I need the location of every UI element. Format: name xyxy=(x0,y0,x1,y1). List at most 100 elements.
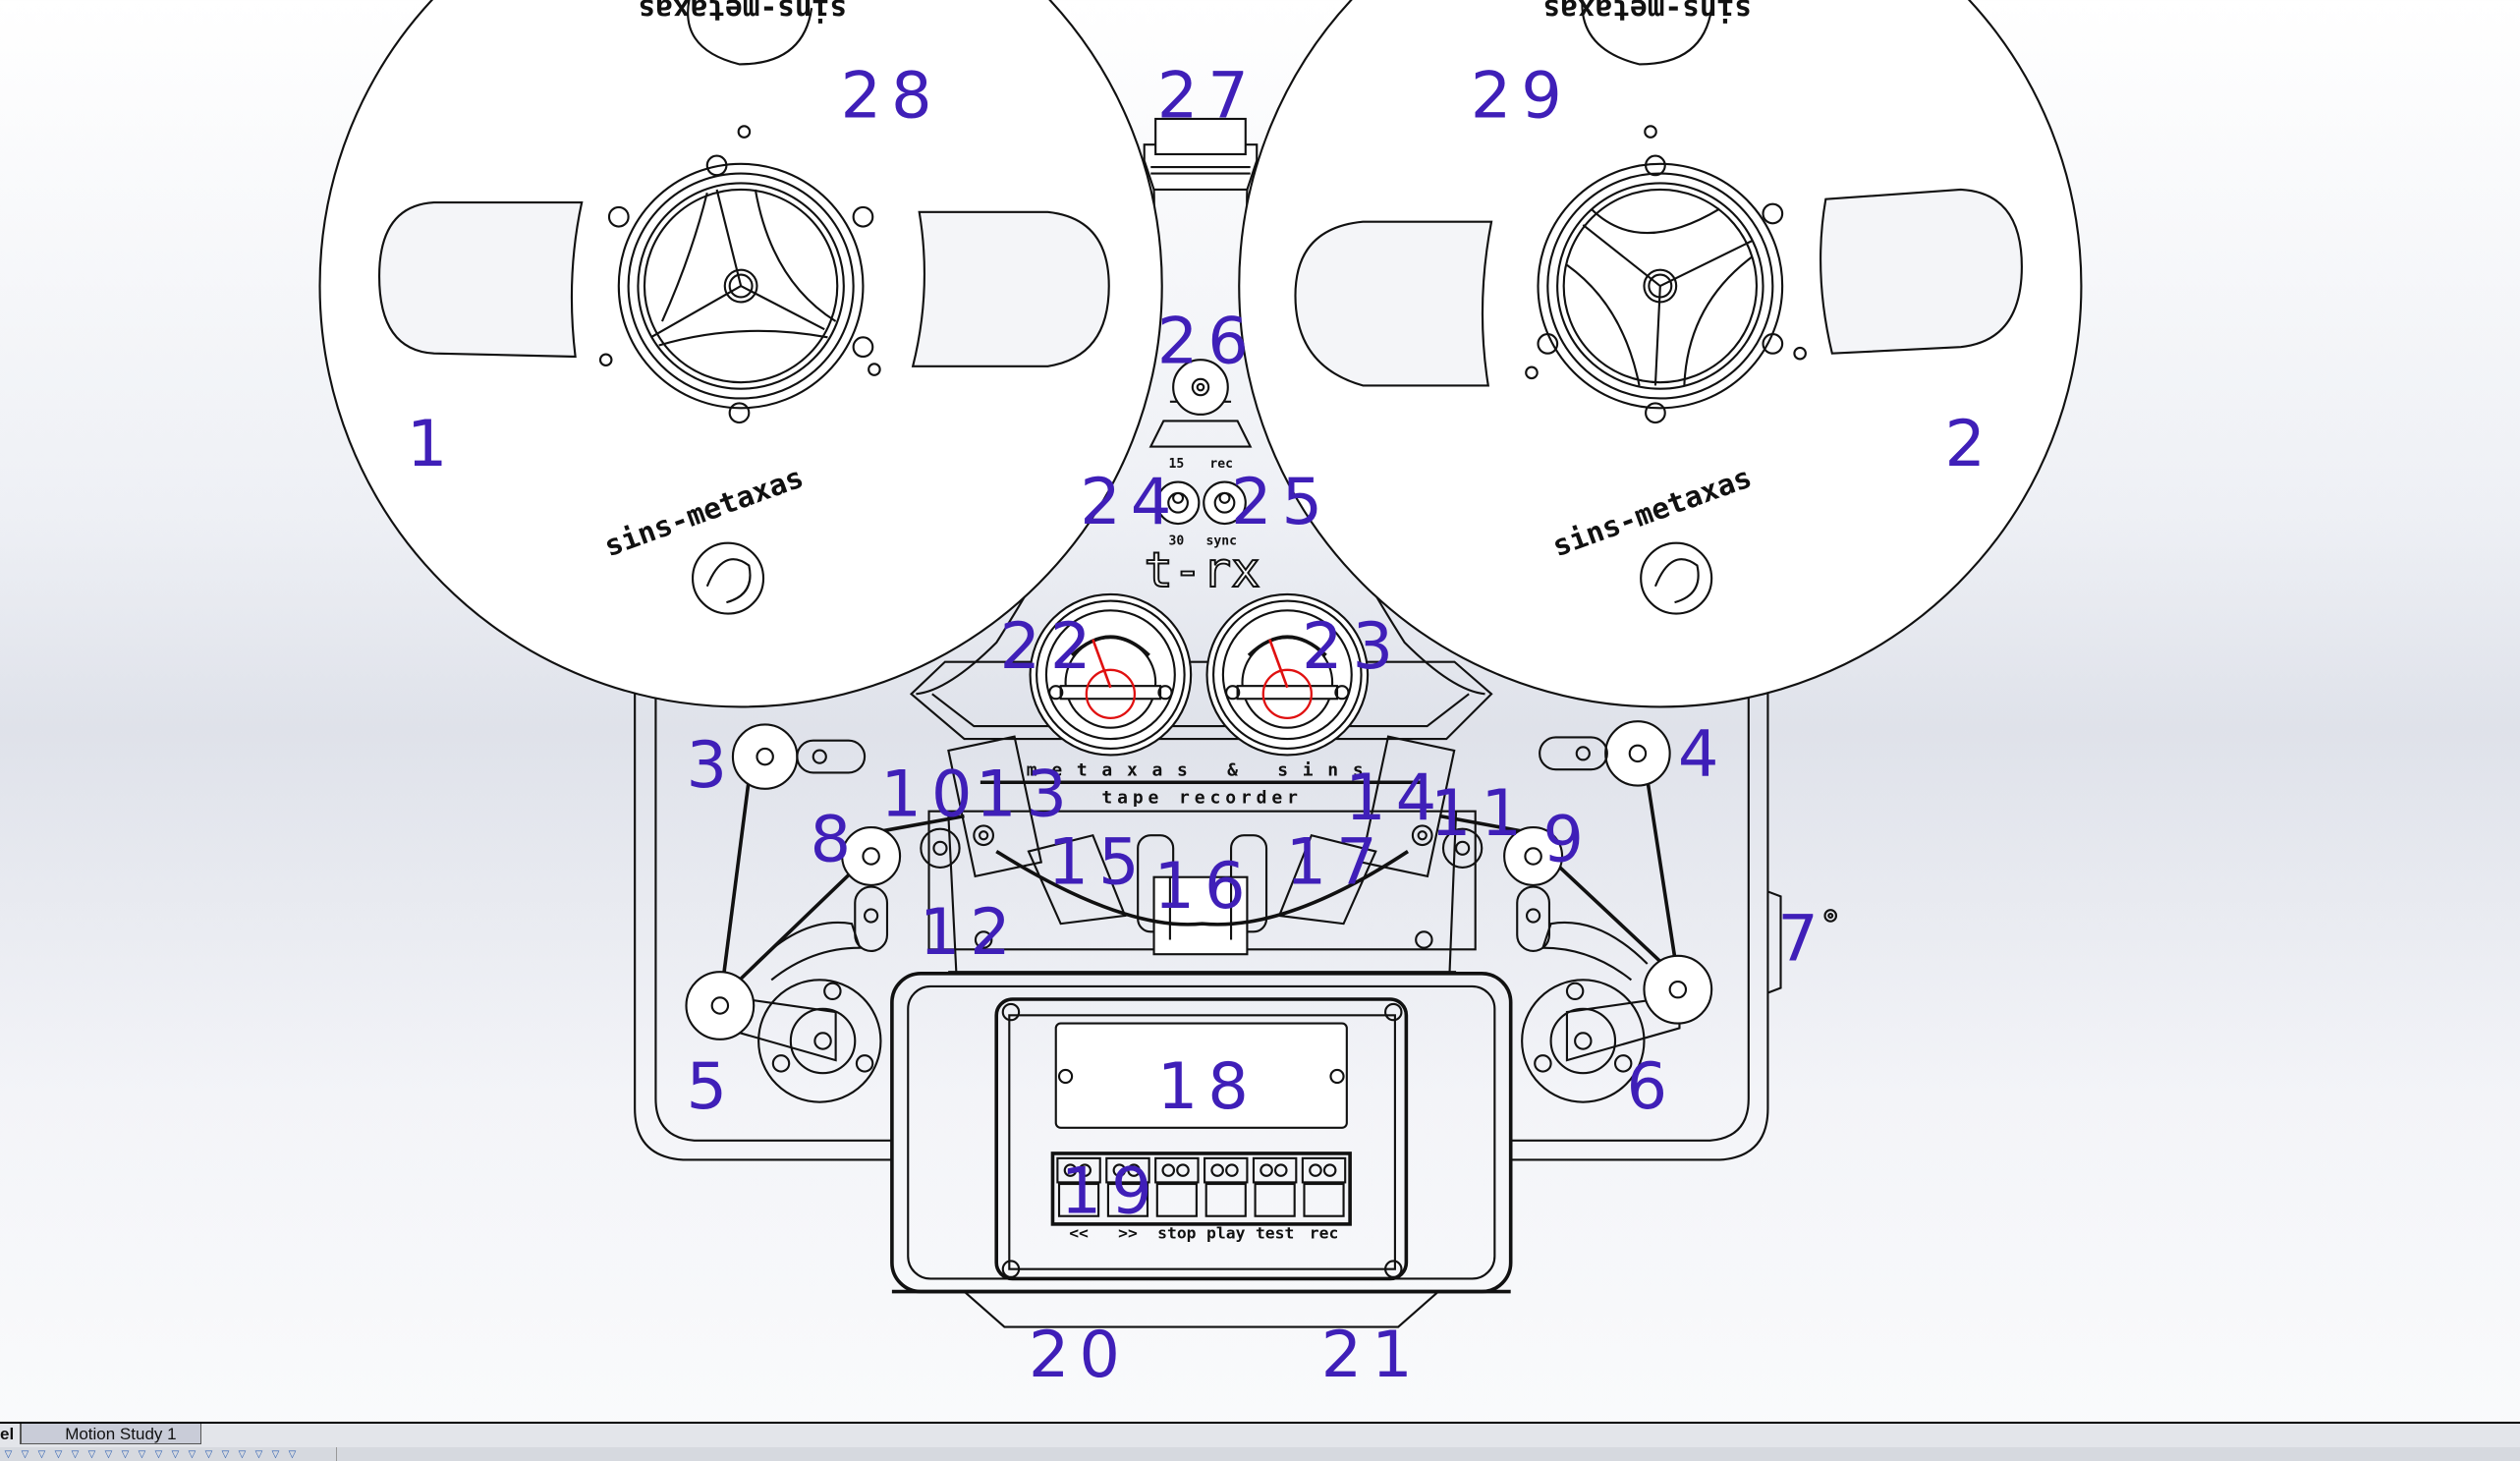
led-indicator xyxy=(1322,1163,1337,1177)
callout-29: 29 xyxy=(1471,58,1572,133)
switch-label: rec xyxy=(1209,457,1233,472)
callout-11: 11 xyxy=(1430,776,1532,851)
switch-label: sync xyxy=(1205,534,1237,548)
filter-icon[interactable]: ▽ xyxy=(154,1448,163,1460)
meter-needle xyxy=(1268,639,1289,689)
tab-model[interactable]: el xyxy=(0,1424,22,1444)
vu-meter-right xyxy=(1205,592,1370,757)
reel-logo-top: sins-metaxas xyxy=(1542,0,1752,66)
tension-arm-5 xyxy=(685,921,882,1103)
callout-9: 9 xyxy=(1542,802,1593,876)
callout-28: 28 xyxy=(841,58,942,133)
callout-4: 4 xyxy=(1678,717,1728,792)
callout-10: 10 xyxy=(880,758,981,832)
roller-4 xyxy=(1539,720,1671,787)
right-reel: sins-metaxas sins-metaxas xyxy=(1238,0,2083,708)
model-logo: t-rx xyxy=(1145,541,1260,598)
filter-icon[interactable]: ▽ xyxy=(288,1448,297,1460)
switch-label: 30 xyxy=(1169,534,1185,548)
chassis xyxy=(634,691,1838,1161)
callout-26: 26 xyxy=(1157,305,1259,379)
led-indicator xyxy=(1210,1163,1224,1177)
filter-icon[interactable]: ▽ xyxy=(121,1448,130,1460)
filter-icon[interactable]: ▽ xyxy=(104,1448,113,1460)
switch-panel: 15 rec 30 sync t-rx xyxy=(1144,457,1261,599)
tape-recorder-drawing: sins-metaxas sins-metaxas sins-metaxas xyxy=(318,0,2083,1392)
callout-18: 18 xyxy=(1157,1049,1259,1124)
reel-logo-text: sins-metaxas xyxy=(1542,0,1752,27)
vu-meter-left xyxy=(1029,592,1193,757)
filter-icon[interactable]: ▽ xyxy=(188,1448,196,1460)
transport-button-rec[interactable] xyxy=(1301,1156,1347,1217)
filter-icon[interactable]: ▽ xyxy=(87,1448,96,1460)
subtitle-text: tape recorder xyxy=(1101,788,1302,809)
tab-motion-study-1[interactable]: Motion Study 1 xyxy=(21,1424,201,1444)
control-box xyxy=(890,972,1513,1328)
led-indicator xyxy=(1112,1163,1127,1177)
callout-15: 15 xyxy=(1048,824,1149,899)
callout-27: 27 xyxy=(1157,58,1259,133)
meter-needle xyxy=(1092,639,1112,689)
roller-3 xyxy=(731,723,867,790)
callout-8: 8 xyxy=(810,802,860,876)
filter-icon[interactable]: ▽ xyxy=(204,1448,213,1460)
led-indicator xyxy=(1225,1163,1239,1177)
callout-12: 12 xyxy=(920,895,1021,970)
callout-16: 16 xyxy=(1154,849,1256,924)
display-window xyxy=(1054,1022,1348,1129)
roller-9 xyxy=(1503,825,1564,952)
transport-buttons xyxy=(1056,1156,1347,1217)
filter-icon[interactable]: ▽ xyxy=(221,1448,230,1460)
led-indicator xyxy=(1260,1163,1273,1177)
bottom-tabs: el Motion Study 1 xyxy=(0,1424,201,1445)
filter-icon[interactable]: ▽ xyxy=(54,1448,63,1460)
callout-23: 23 xyxy=(1302,609,1403,684)
callouts: 1 2 3 4 5 6 7 8 9 10 11 12 13 14 15 16 1… xyxy=(407,58,1986,1392)
transport-button-play[interactable] xyxy=(1204,1156,1249,1217)
transport-label: << xyxy=(1069,1224,1089,1243)
transport-label: rec xyxy=(1310,1224,1339,1243)
callout-22: 22 xyxy=(999,609,1100,684)
tension-arm-6 xyxy=(1521,921,1713,1103)
roller-26 xyxy=(1172,359,1229,416)
callout-17: 17 xyxy=(1286,824,1387,899)
callout-19: 19 xyxy=(1061,1153,1162,1228)
brand-text: metaxas & sins xyxy=(1027,760,1378,781)
callout-1: 1 xyxy=(407,407,457,481)
switch-label: 15 xyxy=(1169,457,1185,472)
led-indicator xyxy=(1063,1163,1078,1177)
transport-button-test[interactable] xyxy=(1252,1156,1298,1217)
callout-6: 6 xyxy=(1626,1049,1676,1124)
filter-icon[interactable]: ▽ xyxy=(37,1448,46,1460)
filter-icon[interactable]: ▽ xyxy=(271,1448,280,1460)
filter-icon[interactable]: ▽ xyxy=(171,1448,180,1460)
filter-icon[interactable]: ▽ xyxy=(138,1448,146,1460)
tape-path xyxy=(718,778,1682,1005)
filter-icon[interactable]: ▽ xyxy=(4,1448,13,1460)
transport-button-forwardforward[interactable] xyxy=(1105,1156,1150,1217)
transport-label: stop xyxy=(1157,1224,1197,1243)
motion-manager-bar: el Motion Study 1 ▽ ▽ ▽ ▽ ▽ ▽ ▽ ▽ ▽ ▽ ▽ ▽ ▽ ▽ ▽ ▽ ▽ ▽ xyxy=(0,1422,2520,1461)
transport-button-rewindrewind[interactable] xyxy=(1056,1156,1101,1217)
transport-button-stop[interactable] xyxy=(1154,1156,1200,1217)
graphics-viewport[interactable]: sins-metaxas sins-metaxas sins-metaxas xyxy=(0,0,2520,1422)
callout-21: 21 xyxy=(1321,1318,1423,1392)
roller-8 xyxy=(841,825,902,952)
meter-housing xyxy=(909,660,1493,741)
led-indicator xyxy=(1127,1163,1141,1177)
callout-25: 25 xyxy=(1231,465,1332,539)
filter-icon[interactable]: ▽ xyxy=(71,1448,80,1460)
filter-icon[interactable]: ▽ xyxy=(238,1448,247,1460)
filter-icon[interactable]: ▽ xyxy=(21,1448,29,1460)
filter-icon[interactable]: ▽ xyxy=(254,1448,263,1460)
top-tape-guide xyxy=(1143,117,1259,191)
led-indicator xyxy=(1273,1163,1288,1177)
reel-logo-top: sins-metaxas xyxy=(638,0,847,66)
callout-14: 14 xyxy=(1345,760,1446,835)
callout-13: 13 xyxy=(976,758,1077,832)
callout-3: 3 xyxy=(687,728,737,803)
filter-toolbar: ▽ ▽ ▽ ▽ ▽ ▽ ▽ ▽ ▽ ▽ ▽ ▽ ▽ ▽ ▽ ▽ ▽ ▽ xyxy=(0,1447,2520,1461)
led-indicator xyxy=(1176,1163,1190,1177)
transport-label: test xyxy=(1256,1224,1294,1243)
callout-24: 24 xyxy=(1080,465,1181,539)
